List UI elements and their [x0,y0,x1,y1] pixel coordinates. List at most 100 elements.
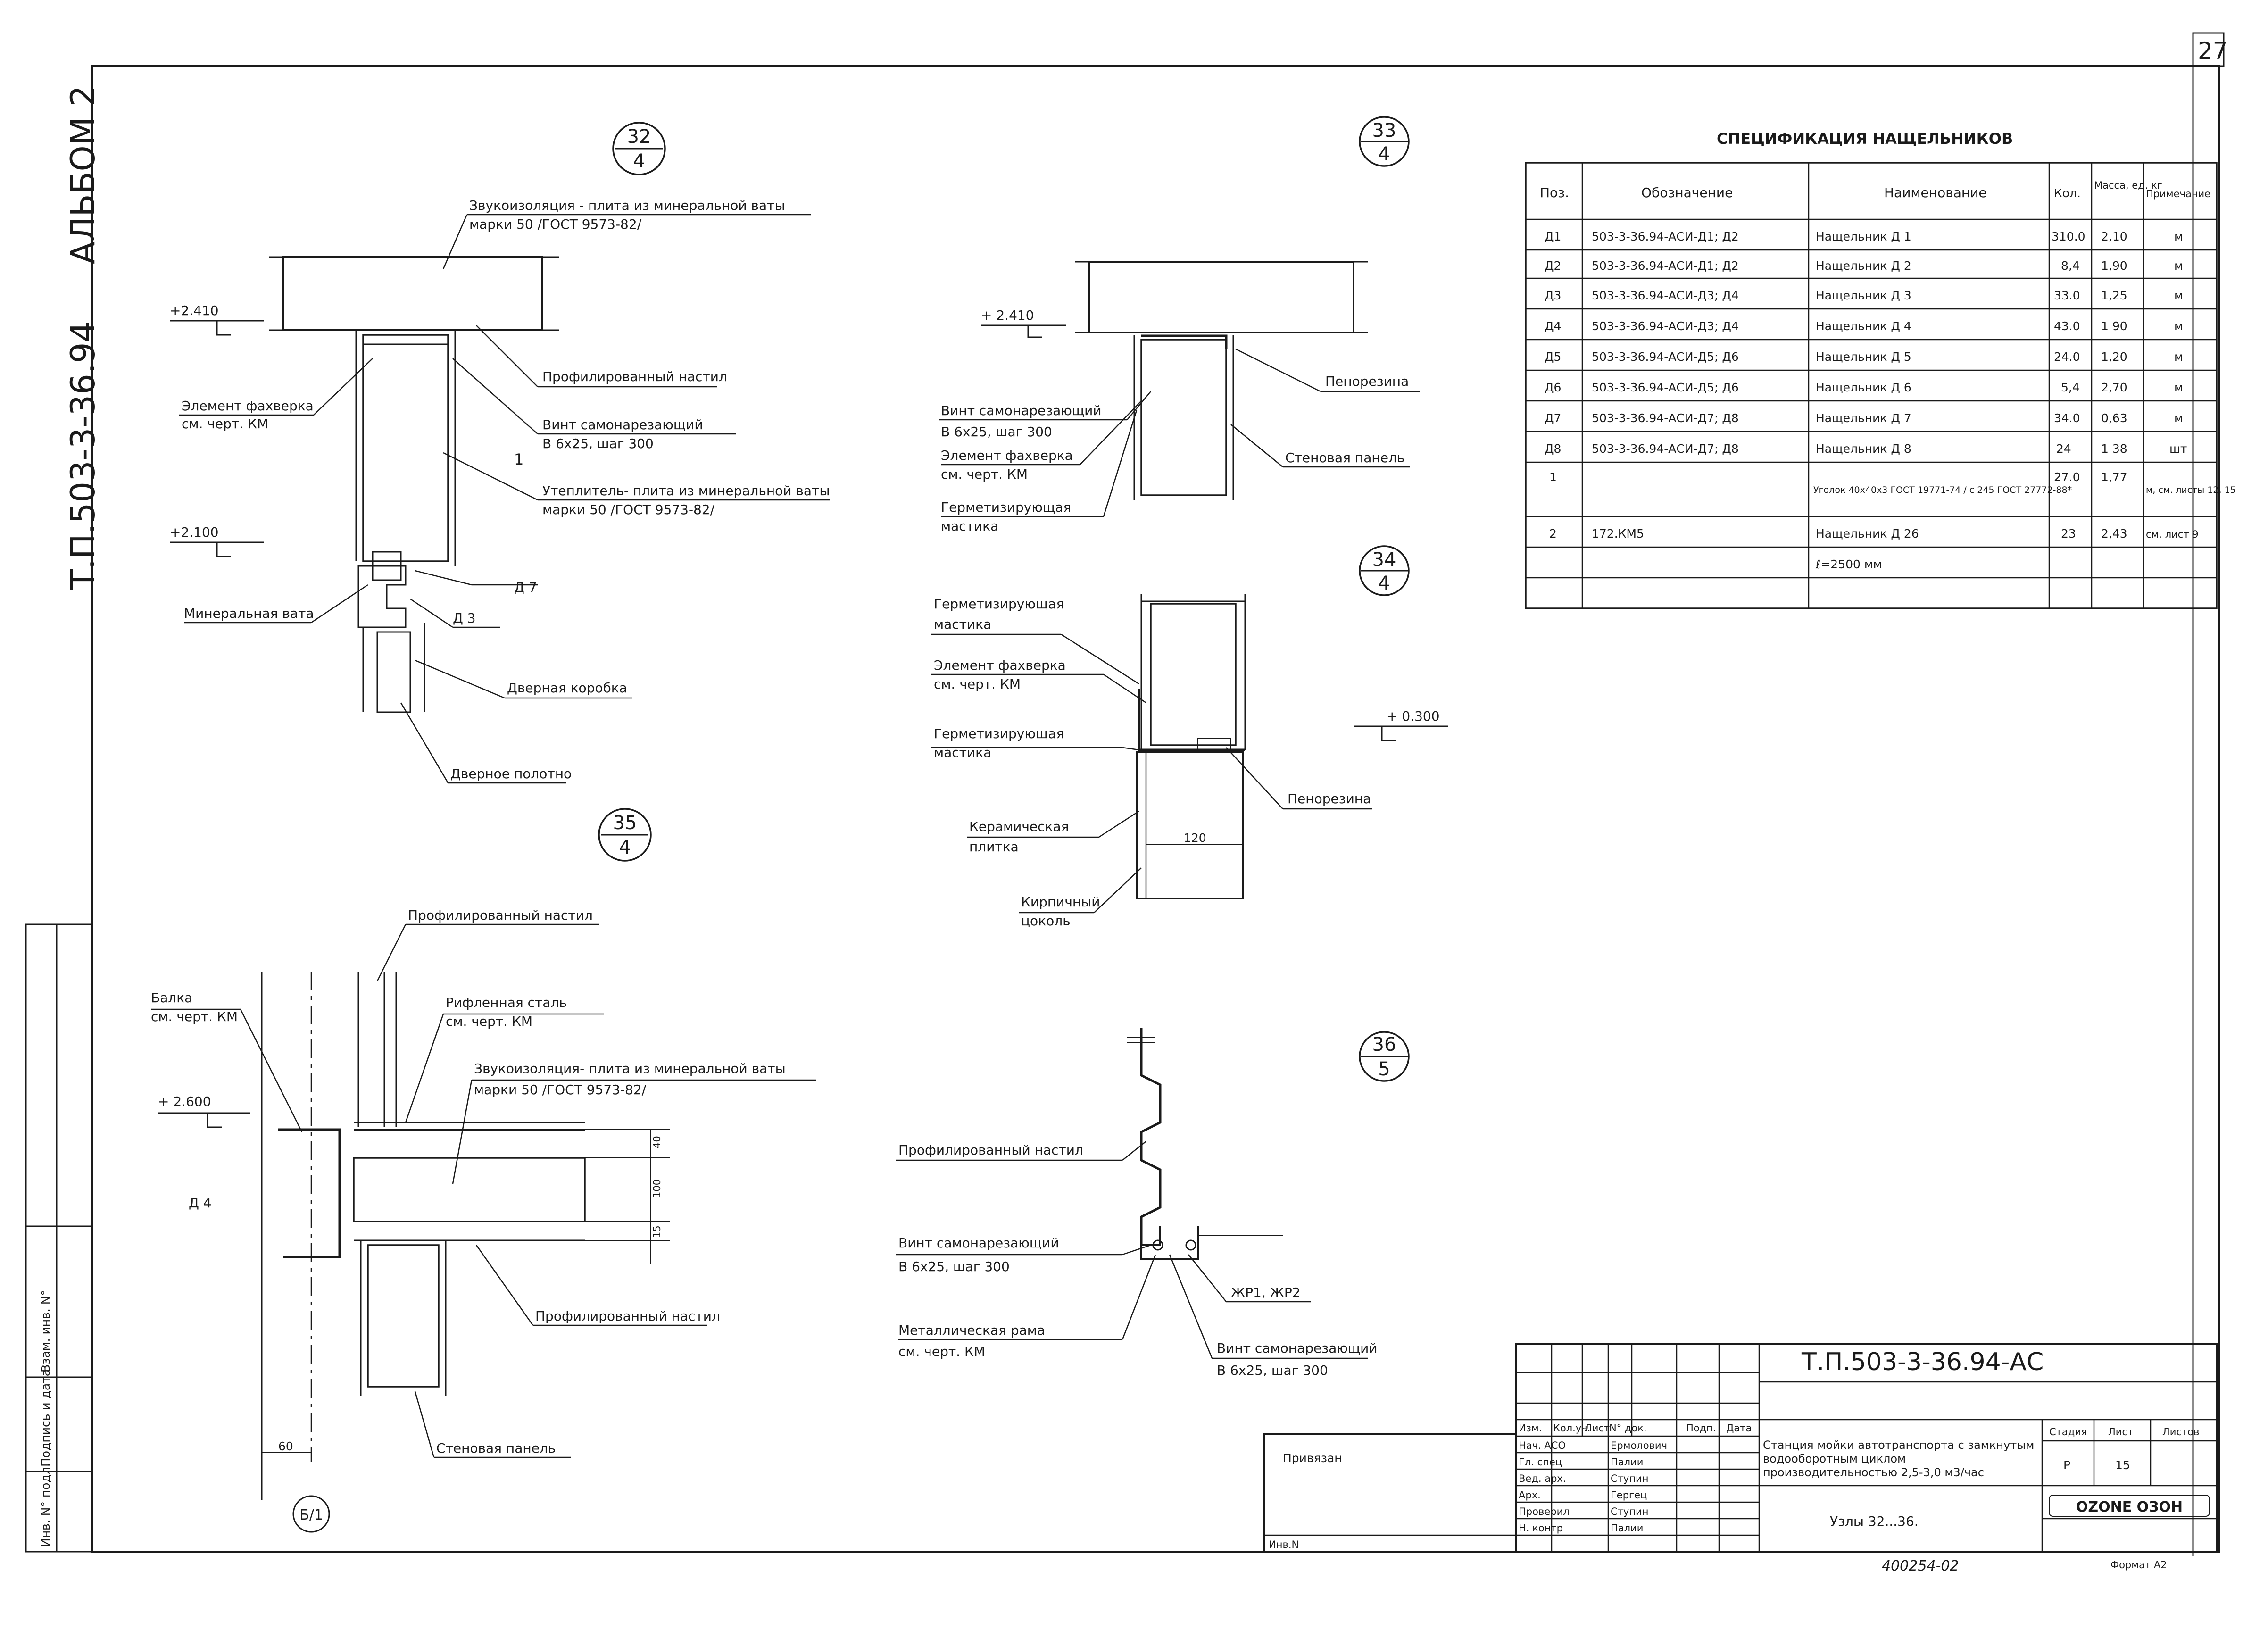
node-36-vint-2: В 6х25, шаг 300 [898,1259,1010,1274]
spec-cell-kol: 8,4 [2061,259,2080,273]
node-32-vint-2: В 6х25, шаг 300 [542,436,654,451]
tb-listov-label: Листов [2162,1426,2199,1438]
spec-row: Д1 503-3-36.94-АСИ-Д1; Д2 Нащельник Д 1 … [1545,230,2183,243]
node-36-metal-2: см. черт. КМ [898,1344,985,1359]
spec-cell-prim: м [2174,381,2183,394]
spec-cell-kol: 23 [2061,527,2076,540]
tb-inv: Инв.N [1269,1539,1299,1550]
node-34-germ-3: Герметизирующая [934,726,1064,741]
tb-person: Палии [1611,1522,1643,1534]
tb-header-izm: Изм. [1519,1422,1542,1434]
node-34-sheet: 4 [1378,573,1390,594]
spec-cell-mass: 2,43 [2101,527,2127,540]
node-33-sheet: 4 [1378,143,1390,165]
node-35-sound-1: Звукоизоляция- плита из минеральной ваты [474,1061,786,1076]
spec-cell-prim: м, см. листы 12, 15 [2146,485,2236,495]
spec-cell-oboz: 503-3-36.94-АСИ-Д5; Д6 [1592,350,1739,364]
node-marker-35: 35 4 [598,808,652,862]
spec-cell-prim: шт [2169,442,2187,456]
node-32-polotno: Дверное полотно [450,766,572,782]
spec-cell-poz: 2 [1549,527,1557,540]
tb-role: Гл. спец [1519,1456,1562,1468]
node-32-profnastil: Профилированный настил [542,369,727,384]
node-34-number: 34 [1372,549,1396,571]
stamp-vzam-inv: Взам. инв. N° [39,1290,52,1372]
spec-table: СПЕЦИФИКАЦИЯ НАЩЕЛЬНИКОВ Поз. Обозначени… [1525,130,2236,609]
spec-cell-mass: 1,90 [2101,259,2127,273]
tb-stadia-label: Стадия [2049,1426,2087,1438]
tb-sheet-title: Узлы 32...36. [1830,1513,1919,1529]
node-36-vint-4: В 6х25, шаг 300 [1217,1363,1328,1378]
node-34-penorezina: Пенорезина [1288,791,1371,807]
spec-cell-name: Нащельник Д 8 [1816,442,1911,456]
spec-header-naimen: Наименование [1884,185,1987,200]
node-35-drawing: 35 4 40 100 15 60 Б/1 Профилированный на… [151,808,816,1533]
spec-cell-poz: Д7 [1545,411,1561,425]
node-36-vint-3: Винт самонарезающий [1217,1340,1378,1356]
tb-header-koluch: Кол.уч. [1553,1422,1590,1434]
node-32-elev-2410: +2.410 [170,303,219,318]
spec-cell-name: Уголок 40х40х3 ГОСТ 19771-74 / с 245 ГОС… [1813,485,2072,495]
node-34-germ-1: Герметизирующая [934,596,1064,612]
spec-row: ℓ=2500 мм [1815,557,1882,571]
node-36-profnastil: Профилированный настил [898,1142,1083,1158]
node-35-d4: Д 4 [189,1195,212,1211]
node-32-drawing: 32 4 +2.410 +2.100 Звукоизоляция - плита… [170,122,830,784]
title-code: Т.П.503-3-36.94-АС [1801,1348,2044,1376]
node-marker-33: 33 4 [1359,116,1410,167]
node-32-vint-1: Винт самонарезающий [542,417,703,432]
spec-cell-poz: Д4 [1545,319,1561,333]
spec-cell-prim: м [2174,289,2183,302]
node-34-fach-1: Элемент фахверка [934,657,1066,673]
spec-cell-name: ℓ=2500 мм [1815,557,1882,571]
spec-cell-prim: м [2174,411,2183,425]
tb-person: Ступин [1611,1473,1648,1484]
stamp-inv-podl: Инв. N° подл. [39,1463,52,1547]
node-35-sound-2: марки 50 /ГОСТ 9573-82/ [474,1082,647,1098]
node-33-drawing: 33 4 + 2.410 Винт самонарезающий В 6х25,… [939,116,1420,534]
node-35-rifl-1: Рифленная сталь [446,995,567,1010]
node-32-fach-2: см. черт. КМ [182,416,268,432]
tb-header-list: Лист [1585,1422,1610,1434]
spec-cell-kol: 24.0 [2054,350,2080,364]
spec-cell-prim: м [2174,319,2183,333]
node-34-kirp-2: цоколь [1021,913,1071,929]
spec-cell-kol: 27.0 [2054,470,2080,484]
node-35-profnastil: Профилированный настил [408,907,593,923]
spec-cell-name: Нащельник Д 7 [1816,411,1911,425]
node-marker-34: 34 4 [1359,545,1410,596]
spec-cell-kol: 5,4 [2061,381,2080,394]
node-33-vint-1: Винт самонарезающий [941,403,1102,418]
node-35-dim-40: 40 [651,1136,663,1148]
node-34-keram-1: Керамическая [969,819,1069,834]
spec-cell-oboz: 503-3-36.94-АСИ-Д5; Д6 [1592,381,1739,394]
node-35-number: 35 [613,812,637,834]
spec-header-poz: Поз. [1540,185,1569,200]
org-logo-text: OZONE ОЗОН [2076,1499,2183,1515]
spec-cell-poz: 1 [1549,470,1557,484]
spec-cell-poz: Д2 [1545,259,1561,273]
spec-cell-oboz: 503-3-36.94-АСИ-Д1; Д2 [1592,259,1739,273]
spec-cell-name: Нащельник Д 1 [1816,230,1911,243]
tb-header-podp: Подп. [1686,1422,1716,1434]
node-32-fach-1: Элемент фахверка [182,398,314,414]
node-35-stenpanel: Стеновая панель [436,1440,556,1456]
spec-cell-mass: 0,63 [2101,411,2127,425]
spec-cell-mass: 1,20 [2101,350,2127,364]
spec-row: Д7 503-3-36.94-АСИ-Д7; Д8 Нащельник Д 7 … [1545,411,2183,425]
node-35-elev: + 2.600 [158,1094,211,1109]
spec-cell-oboz: 172.КМ5 [1592,527,1644,540]
spec-cell-mass: 1 90 [2101,319,2127,333]
node-35-rifl-2: см. черт. КМ [446,1014,532,1029]
sheet-number: 27 [2198,37,2228,65]
node-32-sound-1: Звукоизоляция - плита из минеральной ват… [469,198,785,213]
spec-cell-poz: Д8 [1545,442,1561,456]
node-32-d7: Д 7 [514,580,537,595]
spec-cell-name: Нащельник Д 4 [1816,319,1911,333]
spec-cell-poz: Д1 [1545,230,1561,243]
node-36-metal-1: Металлическая рама [898,1322,1045,1338]
spec-cell-name: Нащельник Д 3 [1816,289,1911,302]
node-33-fach-1: Элемент фахверка [941,448,1073,463]
axis-label: Б/1 [299,1507,323,1523]
